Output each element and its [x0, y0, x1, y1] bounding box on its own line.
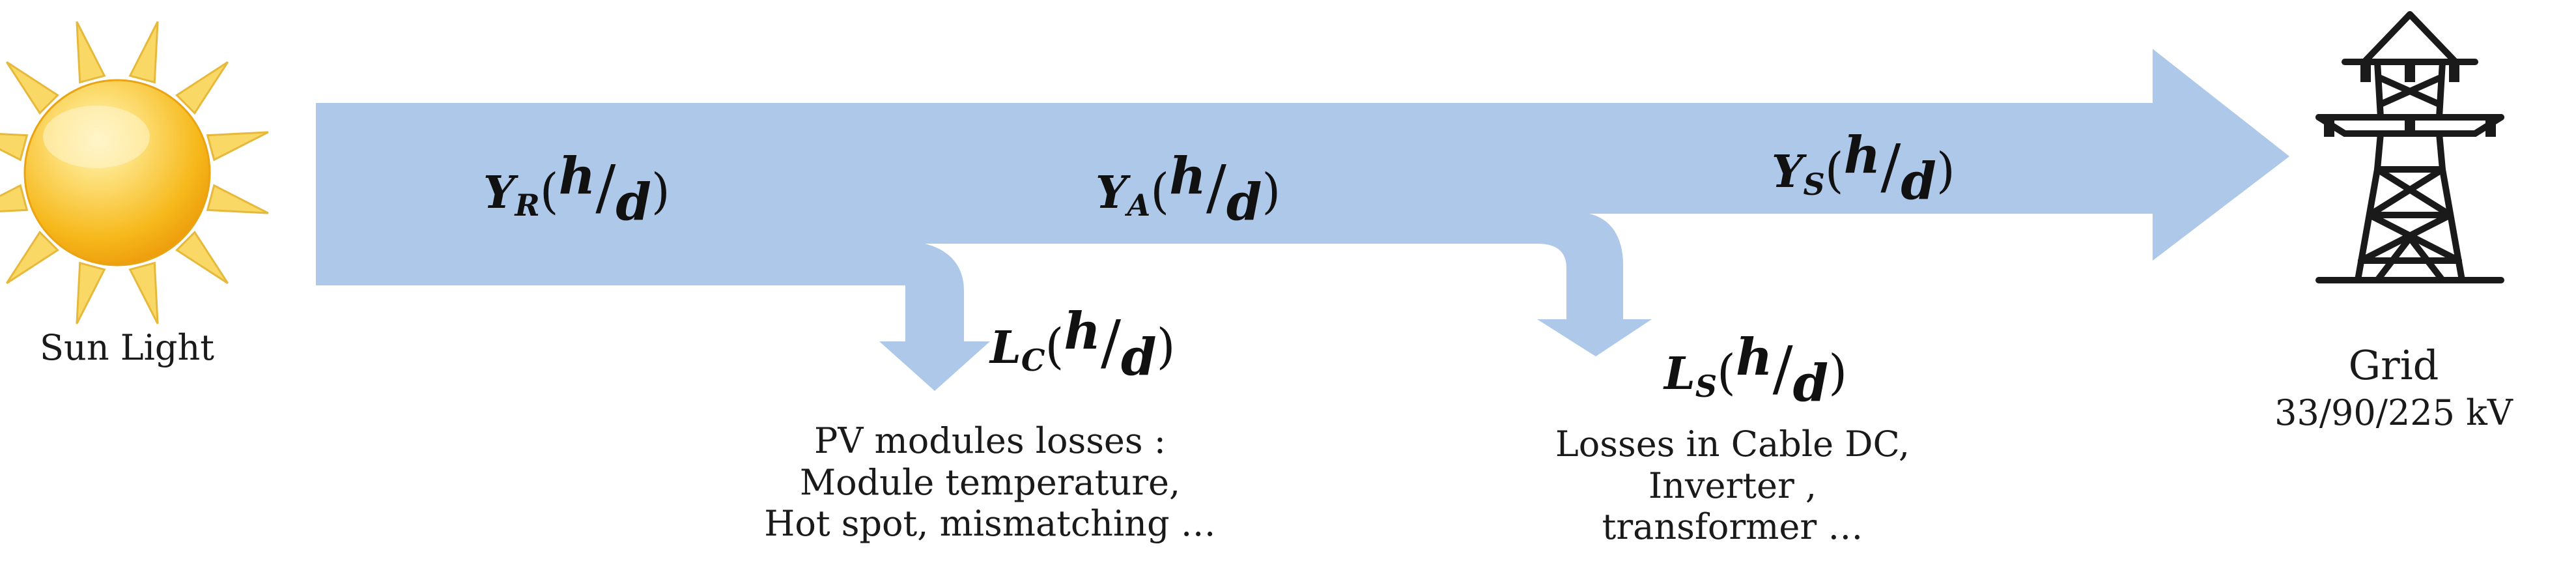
sun-ray — [0, 184, 29, 212]
pv-modules-losses-line-1: PV modules losses : — [814, 420, 1166, 461]
sun-ray — [76, 21, 106, 84]
pv-modules-losses-note: PV modules losses : Module temperature, … — [736, 420, 1244, 545]
bos-losses-line-1: Losses in Cable DC, — [1555, 423, 1910, 465]
sun-light-text: Sun Light — [40, 327, 214, 368]
sun-ray — [175, 61, 229, 115]
insulators-icon — [2324, 65, 2496, 137]
pv-modules-losses-line-3: Hot spot, mismatching … — [764, 503, 1216, 545]
pv-modules-losses-line-2: Module temperature, — [799, 461, 1181, 503]
sun-ray — [6, 231, 59, 284]
sun-icon — [0, 21, 269, 324]
sun-ray — [206, 184, 269, 214]
bos-losses-note: Losses in Cable DC, Inverter , transform… — [1498, 423, 1967, 548]
array-yield-label: YA(h/d) — [1096, 147, 1281, 232]
reference-yield-label: YR(h/d) — [483, 147, 670, 232]
sun-ray — [0, 133, 29, 162]
sun-ray — [128, 261, 159, 324]
transmission-tower-icon — [2315, 11, 2504, 283]
sun-rays — [0, 21, 269, 324]
grid-text: Grid — [2348, 341, 2439, 389]
sun-ray — [175, 231, 229, 284]
sun-ray — [128, 21, 159, 84]
sun-ray — [76, 261, 106, 324]
system-losses-label: LS(h/d) — [1664, 328, 1848, 413]
energy-flow-arrow — [316, 49, 2289, 391]
bos-losses-line-3: transformer … — [1602, 506, 1863, 548]
sun-ray — [206, 131, 269, 162]
grid-voltage-text: 33/90/225 kV — [2274, 392, 2513, 433]
sun-light-label: Sun Light — [13, 327, 241, 368]
grid-label: Grid 33/90/225 kV — [2241, 340, 2547, 435]
capture-losses-label: LC(h/d) — [990, 302, 1176, 387]
sun-ray — [6, 61, 59, 115]
system-yield-label: YS(h/d) — [1772, 126, 1955, 211]
bos-losses-line-2: Inverter , — [1648, 465, 1817, 506]
